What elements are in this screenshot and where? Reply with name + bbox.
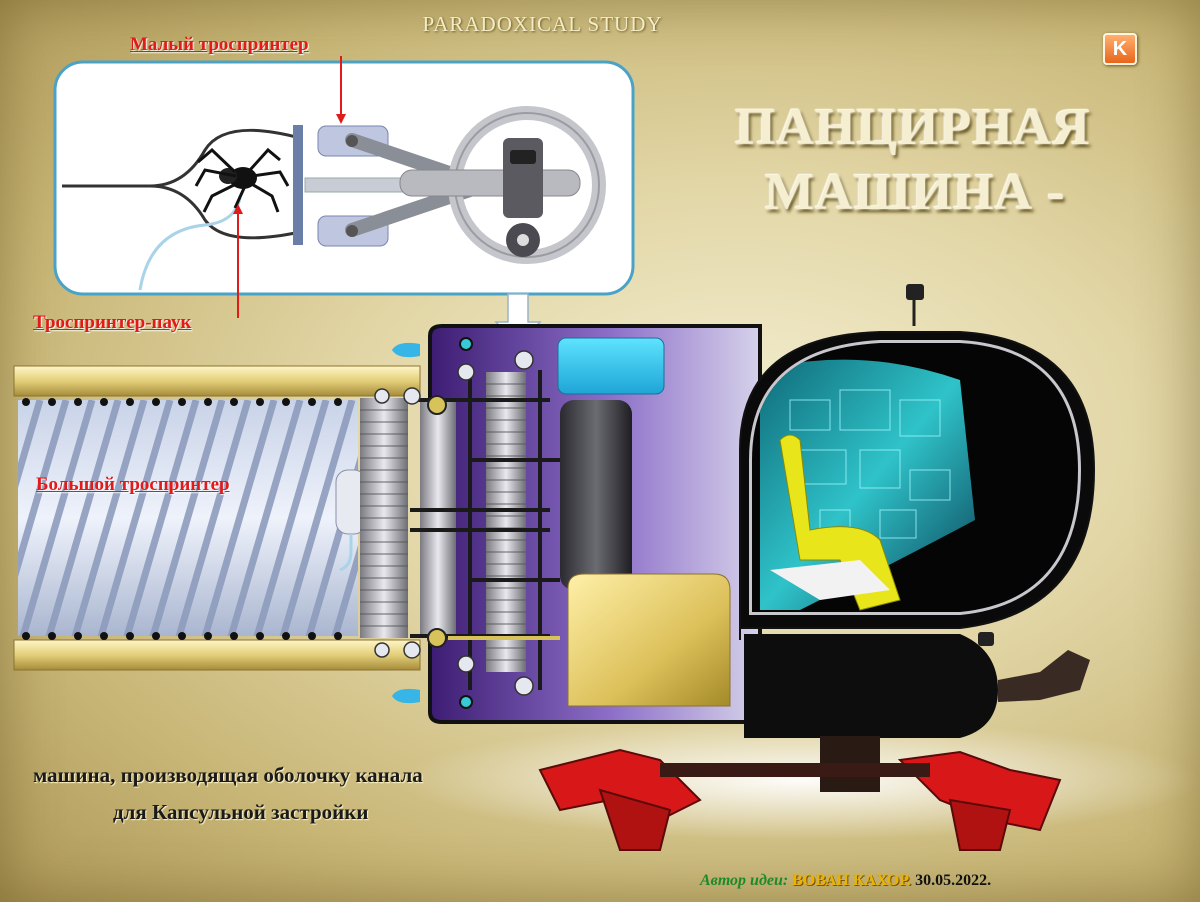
manipulator-arm bbox=[998, 650, 1090, 702]
author-name: ВОВАН КАХОР. bbox=[792, 872, 912, 889]
camera-icon bbox=[906, 284, 924, 300]
header-label: PARADOXICAL STUDY bbox=[422, 12, 663, 36]
spider-icon bbox=[194, 147, 290, 213]
logo-icon[interactable]: K bbox=[1103, 33, 1137, 65]
author-date: 30.05.2022. bbox=[915, 872, 992, 889]
cockpit-capsule bbox=[739, 331, 1096, 640]
description-line2: для Капсульной застройки bbox=[113, 800, 369, 824]
machine-hull bbox=[360, 324, 762, 724]
walking-legs bbox=[538, 748, 1062, 851]
author-credit: Автор идеи: ВОВАН КАХОР. 30.05.2022. bbox=[700, 872, 991, 890]
camera-icon bbox=[978, 632, 994, 646]
pilot-seat bbox=[779, 434, 901, 611]
description-line1: машина, производящая оболочку канала bbox=[33, 763, 423, 787]
detail-inset bbox=[53, 60, 635, 296]
channel-shell-tube bbox=[13, 365, 421, 671]
callout-spider-trosprinter: Троспринтер-паук bbox=[33, 312, 192, 333]
small-trosprinter-mechanism bbox=[293, 106, 606, 264]
trosprinter-clusters bbox=[374, 350, 534, 696]
gold-container bbox=[567, 573, 731, 707]
author-label: Автор идеи: bbox=[700, 872, 789, 889]
page-title-line2: МАШИНА - bbox=[765, 164, 1066, 221]
callout-small-trosprinter: Малый троспринтер bbox=[130, 34, 309, 55]
coil-springs bbox=[360, 337, 560, 709]
tank bbox=[560, 400, 632, 590]
page-title-line1: ПАНЦИРНАЯ bbox=[735, 99, 1091, 156]
callout-large-trosprinter: Большой троспринтер bbox=[36, 474, 230, 495]
water-drop-icon bbox=[392, 342, 420, 358]
water-drop-icon bbox=[392, 688, 420, 704]
cyan-module bbox=[557, 337, 665, 395]
